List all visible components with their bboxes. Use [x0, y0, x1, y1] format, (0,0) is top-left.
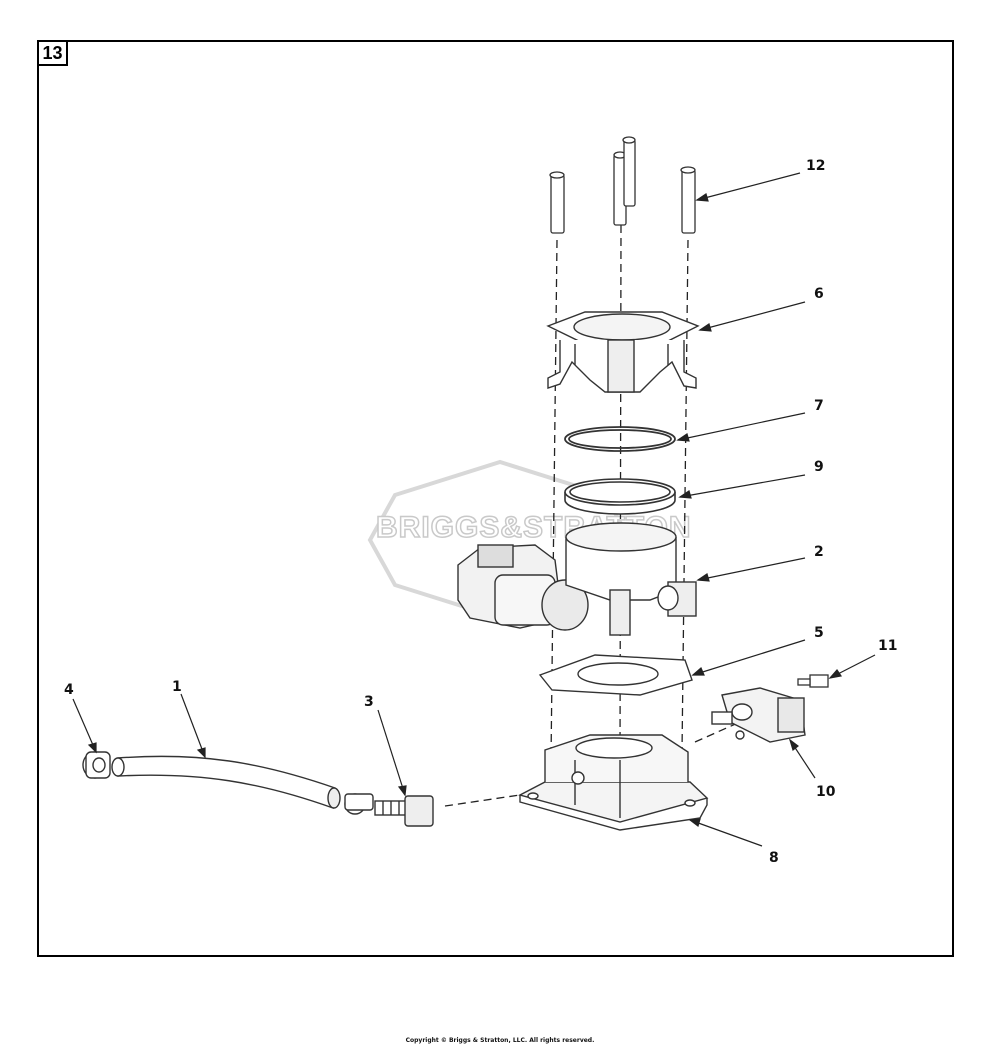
callout-5: 5: [814, 625, 824, 641]
o-ring-part: [564, 426, 676, 452]
gasket-part: [538, 654, 693, 696]
callout-10: 10: [816, 784, 836, 800]
callout-labels: 1 2 3 4 5 6 7 8 9 10 11 12: [64, 158, 897, 866]
callout-12: 12: [806, 158, 825, 174]
throttle-body-part: [457, 522, 697, 636]
callout-2: 2: [814, 544, 824, 560]
screw-part: [797, 674, 829, 688]
callout-6: 6: [814, 286, 824, 302]
clamp-part: [82, 751, 111, 779]
hose-clamp-part: [344, 793, 374, 815]
ring-part: [564, 478, 676, 515]
figure-number-label: 13: [37, 40, 68, 66]
copyright-notice: Copyright © Briggs & Stratton, LLC. All …: [405, 1037, 595, 1044]
callout-3: 3: [364, 694, 374, 710]
bolt-part: [549, 136, 696, 234]
elbow-fitting-part: [374, 795, 434, 827]
diagram-frame: [37, 40, 954, 957]
sensor-part: [711, 687, 806, 743]
callout-4: 4: [64, 682, 74, 698]
adapter-part: [546, 311, 700, 393]
callout-8: 8: [769, 850, 779, 866]
callout-9: 9: [814, 459, 824, 475]
callout-1: 1: [172, 679, 182, 695]
intake-base-part: [518, 734, 709, 831]
callout-11: 11: [878, 638, 897, 654]
leader-lines: [72, 172, 876, 847]
callout-7: 7: [814, 398, 824, 414]
hose-part: [111, 755, 341, 809]
